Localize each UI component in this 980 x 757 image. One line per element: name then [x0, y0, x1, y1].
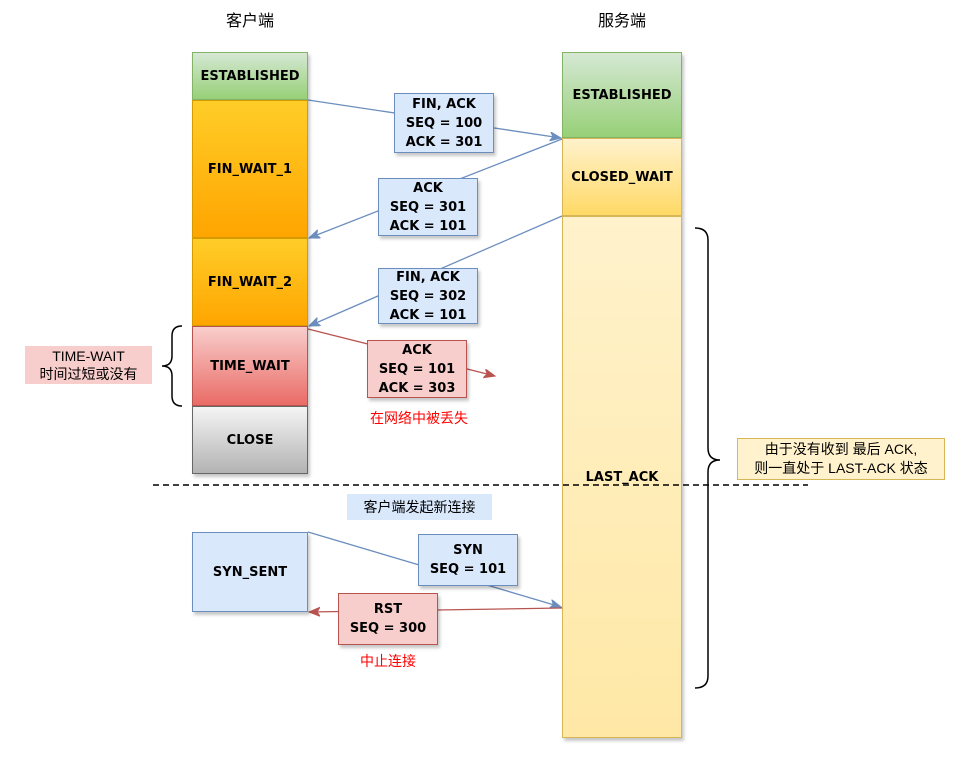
message-ack-lost: ACK SEQ = 101 ACK = 303	[367, 340, 467, 398]
message-line: ACK	[413, 180, 443, 196]
note-line: 则一直处于 LAST-ACK 状态	[754, 460, 928, 476]
message-fin-ack-2: FIN, ACK SEQ = 302 ACK = 101	[378, 268, 478, 324]
message-line: SEQ = 101	[378, 361, 456, 377]
last-ack-brace	[694, 227, 721, 689]
server-state-established: ESTABLISHED	[562, 52, 682, 138]
message-line: FIN, ACK	[412, 96, 476, 112]
time-wait-note: TIME-WAIT 时间过短或没有	[25, 346, 152, 384]
message-fin-ack-1: FIN, ACK SEQ = 100 ACK = 301	[394, 93, 494, 153]
message-line: ACK = 101	[389, 218, 467, 234]
last-ack-note: 由于没有收到 最后 ACK, 则一直处于 LAST-ACK 状态	[737, 438, 945, 480]
message-rst: RST SEQ = 300	[338, 593, 438, 645]
message-line: RST	[373, 602, 403, 617]
client-state-established: ESTABLISHED	[192, 52, 308, 100]
message-line: ACK = 101	[389, 307, 467, 323]
note-line: TIME-WAIT	[52, 348, 125, 364]
message-line: ACK = 303	[378, 380, 456, 396]
message-line: SYN	[453, 543, 483, 558]
client-state-syn-sent: SYN_SENT	[192, 532, 308, 612]
message-line: SEQ = 302	[389, 288, 467, 304]
server-state-last-ack: LAST_ACK	[562, 216, 682, 738]
message-syn: SYN SEQ = 101	[418, 534, 518, 586]
message-line: ACK = 301	[405, 134, 483, 150]
client-state-close: CLOSE	[192, 406, 308, 474]
client-state-time-wait: TIME_WAIT	[192, 326, 308, 406]
note-line: 时间过短或没有	[39, 366, 138, 382]
new-connection-label: 客户端发起新连接	[347, 494, 492, 520]
message-ack-1: ACK SEQ = 301 ACK = 101	[378, 178, 478, 236]
abort-note: 中止连接	[360, 653, 416, 669]
client-state-fin-wait-1: FIN_WAIT_1	[192, 100, 308, 238]
message-line: SEQ = 100	[405, 115, 483, 131]
message-line: FIN, ACK	[396, 269, 460, 285]
lost-note: 在网络中被丢失	[370, 410, 468, 426]
message-line: SEQ = 101	[429, 562, 507, 577]
server-title: 服务端	[597, 13, 646, 30]
client-title: 客户端	[225, 13, 274, 30]
time-wait-brace	[161, 325, 183, 407]
server-state-closed-wait: CLOSED_WAIT	[562, 138, 682, 216]
message-line: SEQ = 301	[389, 199, 467, 215]
message-line: ACK	[402, 342, 432, 358]
note-line: 由于没有收到 最后 ACK,	[764, 441, 918, 457]
client-state-fin-wait-2: FIN_WAIT_2	[192, 238, 308, 326]
message-line: SEQ = 300	[349, 621, 427, 636]
